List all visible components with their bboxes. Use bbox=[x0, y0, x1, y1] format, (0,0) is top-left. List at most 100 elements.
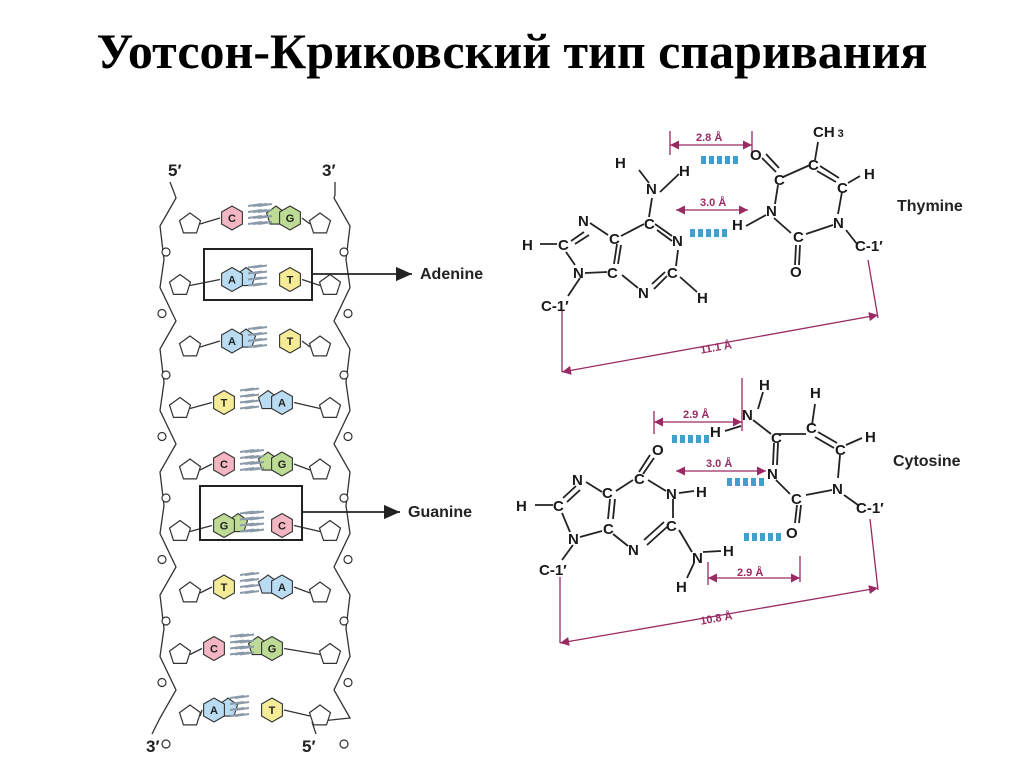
gc-cytosine-n4: N bbox=[742, 407, 753, 424]
hbond-dash bbox=[244, 572, 260, 576]
sugar-right bbox=[318, 519, 342, 542]
base-label: C bbox=[278, 521, 286, 533]
base-A bbox=[271, 574, 293, 600]
glycosidic-left bbox=[199, 463, 213, 471]
partner-label-thymine: Thymine bbox=[897, 198, 963, 215]
base-G bbox=[213, 512, 235, 539]
glycosidic-left bbox=[189, 647, 203, 656]
glycosidic-left bbox=[189, 401, 213, 410]
hbond-dash bbox=[239, 645, 255, 650]
hbond-dash bbox=[244, 399, 260, 404]
phosphate-right bbox=[339, 616, 349, 626]
at-thymine-c1: C-1′ bbox=[855, 238, 883, 255]
sugar-left bbox=[168, 642, 192, 665]
glycosidic-left bbox=[199, 586, 213, 594]
at-adenine-c8: C bbox=[558, 237, 569, 254]
phosphate-left bbox=[161, 370, 171, 380]
base-A bbox=[221, 328, 243, 354]
hbond-dash bbox=[257, 209, 273, 213]
base-label: G bbox=[286, 213, 295, 225]
gc-cytosine-h6: H bbox=[865, 429, 876, 446]
strand-end-bottom-right: 5′ bbox=[302, 737, 316, 756]
at-thymine-c2: C bbox=[793, 229, 804, 246]
at-thymine-o4: O bbox=[750, 147, 762, 164]
glycosidic-left bbox=[199, 340, 221, 348]
hbond-dash bbox=[252, 270, 268, 275]
at-adenine-c1: C-1′ bbox=[541, 298, 569, 315]
at-distance-c1: 11.1 Å bbox=[699, 338, 733, 356]
backbone-left-cap bbox=[169, 181, 176, 196]
phosphate-right bbox=[343, 308, 353, 319]
glycosidic-left bbox=[199, 217, 221, 225]
sugar-right bbox=[318, 396, 342, 418]
phosphate-right bbox=[343, 431, 353, 442]
gc-base-pair-labels: O C N H C N H H N C C N C H N C-1′ H N H… bbox=[516, 377, 961, 628]
sugar-left bbox=[168, 273, 192, 295]
at-base-pair-structure bbox=[540, 131, 879, 375]
backbone-left-tail bbox=[151, 721, 159, 735]
phosphate-left bbox=[161, 739, 171, 749]
sugar-left bbox=[178, 212, 202, 234]
gc-cytosine-c2: C bbox=[791, 491, 802, 508]
base-label: G bbox=[278, 459, 287, 471]
hbond-dash bbox=[239, 651, 255, 656]
sugar-left bbox=[168, 396, 192, 418]
gc-distance-c1: 10.8 Å bbox=[699, 609, 733, 627]
base-label: G bbox=[220, 521, 229, 533]
hbond-dash bbox=[234, 701, 250, 705]
at-adenine-h2: H bbox=[697, 290, 708, 307]
base-label: A bbox=[228, 275, 236, 287]
phosphate-right bbox=[339, 493, 349, 503]
glycosidic-right bbox=[283, 647, 321, 656]
sugar-right bbox=[308, 704, 332, 726]
hbond-dash bbox=[244, 405, 260, 410]
sugar-right bbox=[318, 273, 342, 295]
hbond-dash bbox=[252, 338, 268, 342]
gc-guanine-n9: N bbox=[568, 531, 579, 548]
hbond-dash bbox=[249, 516, 265, 521]
at-thymine-n3: N bbox=[766, 203, 777, 220]
hbond-dash bbox=[239, 639, 255, 644]
phosphate-left bbox=[161, 493, 171, 503]
base-label: A bbox=[210, 705, 218, 717]
hbond-dash bbox=[252, 276, 268, 281]
at-adenine-n1: N bbox=[672, 233, 683, 250]
phosphate-right bbox=[339, 247, 349, 257]
sugar-left bbox=[168, 519, 192, 542]
hbond-dash bbox=[249, 449, 265, 453]
gc-guanine-n1: N bbox=[666, 486, 677, 503]
hbond-dash bbox=[249, 522, 265, 527]
glycosidic-right bbox=[301, 217, 311, 225]
backbone-left bbox=[157, 194, 177, 723]
gc-base-pair-structure bbox=[535, 378, 879, 646]
base-label: T bbox=[221, 398, 228, 410]
gc-cytosine-h4b: H bbox=[710, 424, 721, 441]
base-A bbox=[271, 389, 293, 416]
at-adenine-n9: N bbox=[573, 265, 584, 282]
glycosidic-right bbox=[293, 586, 311, 594]
hbond-dash bbox=[252, 332, 268, 336]
hbond-dash bbox=[257, 203, 273, 207]
base-G bbox=[279, 205, 301, 231]
base-label: T bbox=[287, 275, 294, 287]
hbond-dash bbox=[244, 584, 260, 588]
gc-distance-top: 2.9 Å bbox=[683, 408, 709, 421]
sugar-left bbox=[178, 581, 202, 603]
at-thymine-c6: C bbox=[837, 180, 848, 197]
hbond-dash bbox=[257, 215, 273, 219]
base-label: C bbox=[210, 644, 218, 656]
base-T bbox=[213, 389, 235, 416]
phosphate-left bbox=[161, 247, 171, 257]
hbond-dash bbox=[244, 393, 260, 398]
at-distance-mid: 3.0 Å bbox=[700, 196, 726, 209]
base-T bbox=[213, 574, 235, 600]
phosphate-left bbox=[161, 616, 171, 626]
at-adenine-c2: C bbox=[667, 265, 678, 282]
hbond-dash bbox=[249, 510, 265, 515]
glycosidic-right bbox=[283, 709, 311, 717]
gc-cytosine-n3: N bbox=[767, 466, 778, 483]
hbond-dash bbox=[252, 344, 268, 348]
hbond-dash bbox=[239, 633, 255, 638]
